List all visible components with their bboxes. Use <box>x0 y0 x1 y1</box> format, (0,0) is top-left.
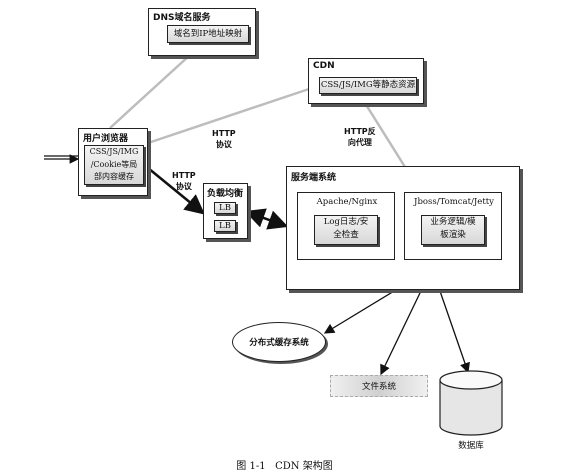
web-server-function: Log日志/安 全检查 <box>314 215 378 245</box>
dns-mapping-item: 域名到IP地址映射 <box>167 25 249 43</box>
lb-title: 负载均衡 <box>207 189 244 199</box>
lb-server-arrow <box>244 208 289 230</box>
cdn-box: CDN CSS/JS/IMG等静态资源 <box>308 58 424 104</box>
dns-service-box: DNS域名服务 域名到IP地址映射 <box>148 8 256 56</box>
database-icon <box>439 370 503 436</box>
cdn-static-resources-item: CSS/JS/IMG等静态资源 <box>319 77 417 94</box>
browser-lb-arrow <box>147 167 205 215</box>
load-balancer-box: 负载均衡 LB LB <box>203 183 248 239</box>
file-system-node: 文件系统 <box>330 375 428 397</box>
lb-node-1: LB <box>214 202 236 214</box>
http-reverse-proxy-label: HTTP反 向代理 <box>344 127 376 147</box>
browser-cache-item: CSS/JS/IMG /Cookie等局 部内容缓存 <box>84 145 144 185</box>
browser-cdn-link <box>147 86 313 145</box>
cdn-server-link <box>363 102 407 168</box>
cdn-title: CDN <box>313 61 335 71</box>
database-label: 数据库 <box>458 441 484 451</box>
web-server-box: Apache/Nginx Log日志/安 全检查 <box>297 192 395 260</box>
web-server-name: Apache/Nginx <box>316 197 378 207</box>
dns-title: DNS域名服务 <box>153 13 211 23</box>
user-browser-box: 用户浏览器 CSS/JS/IMG /Cookie等局 部内容缓存 <box>78 128 148 196</box>
http-protocol-label-top: HTTP 协议 <box>212 129 236 149</box>
browser-dns-link <box>109 54 191 129</box>
app-server-box: Jboss/Tomcat/Jetty 业务逻辑/模 板渲染 <box>404 192 502 260</box>
http-protocol-label-left: HTTP 协议 <box>172 171 196 191</box>
lb-node-2: LB <box>214 220 236 232</box>
server-system-box: 服务端系统 Apache/Nginx Log日志/安 全检查 Jboss/Tom… <box>286 166 520 290</box>
file-system-label: 文件系统 <box>361 382 396 392</box>
distributed-cache-label: 分布式缓存系统 <box>249 338 309 348</box>
server-title: 服务端系统 <box>291 173 337 183</box>
browser-title: 用户浏览器 <box>83 134 129 144</box>
figure-caption: 图 1-1 CDN 架构图 <box>236 461 333 472</box>
distributed-cache-node: 分布式缓存系统 <box>232 322 326 362</box>
app-server-function: 业务逻辑/模 板渲染 <box>421 215 485 245</box>
app-server-name: Jboss/Tomcat/Jetty <box>414 197 494 207</box>
